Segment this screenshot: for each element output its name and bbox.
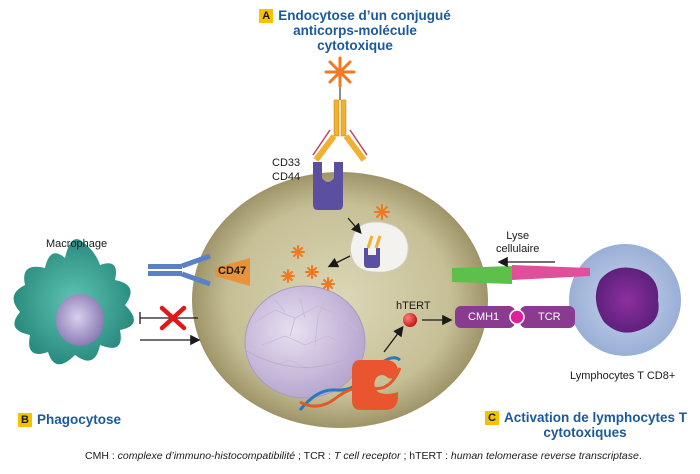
cd33-cd44-label: CD33 CD44: [272, 157, 301, 183]
cd47-protein: [215, 258, 250, 286]
cd33-cd44-receptor: [313, 162, 343, 210]
tcr-label: TCR: [538, 311, 561, 323]
footnote: CMH : complexe d’immuno-histocompatibili…: [85, 450, 642, 462]
macrophage-nucleus: [56, 294, 104, 346]
htert-molecule: [403, 313, 417, 327]
cd47-label: CD47: [218, 265, 247, 277]
section-b-badge: B: [18, 413, 32, 427]
lymphocytes-label: Lymphocytes T CD8+: [570, 370, 676, 382]
antigen-peptide: [509, 309, 525, 325]
blocked-phagocytosis: [139, 305, 198, 331]
htert-label: hTERT: [396, 300, 431, 312]
section-c-badge: C: [485, 411, 499, 425]
section-a-badge: A: [259, 9, 274, 23]
released-drugs: [281, 245, 335, 291]
antibody-conjugate: [312, 85, 368, 162]
cmh1-molecule: [455, 306, 515, 328]
cell-lysis-molecule: [512, 265, 590, 280]
telomerase-complex: [352, 360, 398, 410]
cmh1-label: CMH1: [468, 311, 500, 323]
tcr-molecule: [520, 306, 575, 328]
anti-cd47-antibody: [148, 253, 211, 287]
cell-nucleus: [244, 285, 366, 399]
endosome: [349, 204, 409, 273]
lyse-label: Lyse cellulaire: [496, 230, 540, 255]
macrophage-label: Macrophage: [46, 238, 108, 250]
lymphocyte-nucleus: [595, 267, 659, 333]
cytotoxic-drug: [324, 56, 356, 88]
